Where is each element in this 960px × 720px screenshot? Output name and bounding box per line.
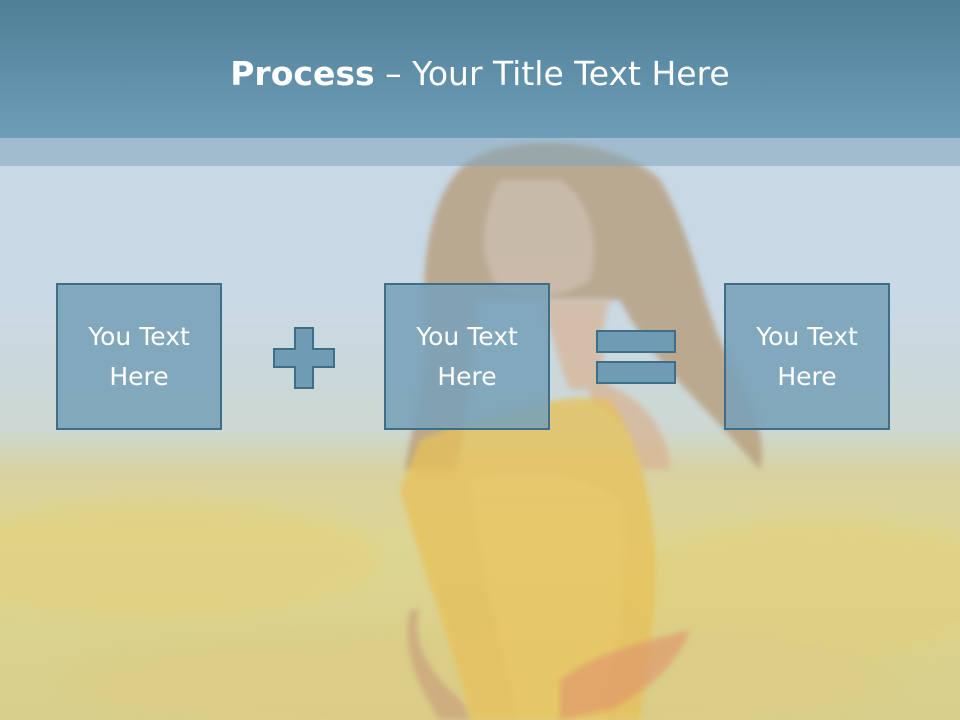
process-box-1[interactable]: You Text Here (56, 283, 222, 430)
equals-icon (596, 330, 676, 384)
plus-icon (273, 327, 335, 389)
process-box-1-line2: Here (109, 361, 169, 391)
slide-title-rest: – Your Title Text Here (374, 54, 730, 93)
process-box-2-line1: You Text (416, 321, 518, 351)
slide-title: Process – Your Title Text Here (0, 52, 960, 96)
title-bar (0, 0, 960, 138)
title-accent-band (0, 138, 960, 166)
process-box-3-line2: Here (777, 361, 837, 391)
process-box-3[interactable]: You Text Here (724, 283, 890, 430)
process-box-2-line2: Here (437, 361, 497, 391)
slide-title-bold: Process (230, 54, 375, 93)
process-box-1-line1: You Text (88, 321, 190, 351)
process-box-2[interactable]: You Text Here (384, 283, 550, 430)
process-box-3-line1: You Text (756, 321, 858, 351)
